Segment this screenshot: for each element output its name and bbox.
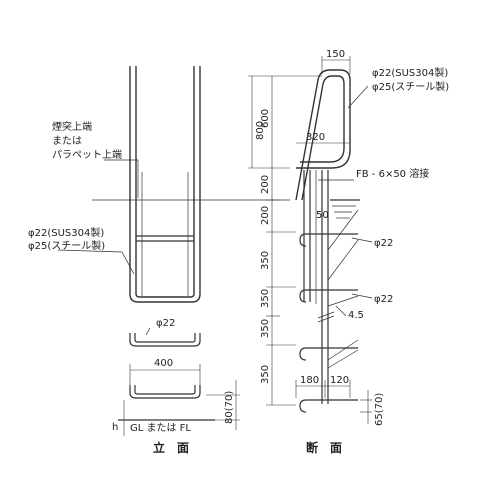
break-mark-2 bbox=[317, 315, 335, 323]
dim-4-5: 4.5 bbox=[348, 310, 364, 321]
note-line-1: 煙突上端 bbox=[52, 120, 92, 133]
dim-350c: 350 bbox=[260, 319, 271, 338]
rung-diameter-leader bbox=[145, 327, 151, 336]
front-rail-spec-2: φ25(スチール製) bbox=[28, 239, 105, 252]
h-label: h bbox=[112, 422, 118, 433]
break-mark-1 bbox=[317, 311, 335, 319]
rung-diameter-label: φ22 bbox=[156, 318, 175, 329]
dim-350d: 350 bbox=[260, 365, 271, 384]
rung-detail-inner bbox=[134, 333, 196, 343]
dim-320: 320 bbox=[306, 132, 325, 143]
dim-350a: 350 bbox=[260, 251, 271, 270]
brace-4 bbox=[327, 339, 359, 361]
note-line-3: パラペット上端 bbox=[52, 148, 122, 161]
dim-200b: 200 bbox=[260, 206, 271, 225]
front-view-title: 立 面 bbox=[153, 440, 189, 455]
dim-65: 65(70) bbox=[374, 393, 385, 426]
dim-150: 150 bbox=[326, 49, 345, 60]
section-rung-2 bbox=[299, 289, 358, 303]
section-view: 800 600 200 200 350 350 350 350 150 320 … bbox=[248, 49, 449, 455]
section-rail-spec-leader bbox=[347, 85, 369, 109]
brace-2 bbox=[327, 239, 359, 281]
dim-200a: 200 bbox=[260, 175, 271, 194]
dim-4-5-leader bbox=[335, 305, 347, 317]
section-rung-label-2: φ22 bbox=[374, 294, 393, 305]
ground-label: GL または FL bbox=[130, 422, 191, 434]
rung-detail-outer bbox=[129, 333, 201, 347]
brace-3 bbox=[327, 295, 359, 307]
dim-600: 600 bbox=[260, 109, 271, 128]
note-line-2: または bbox=[52, 135, 82, 147]
width-label: 400 bbox=[154, 358, 173, 369]
section-rung-4 bbox=[299, 399, 358, 413]
section-rung-3 bbox=[299, 347, 358, 361]
section-rail-inner bbox=[300, 75, 345, 201]
front-elevation: 煙突上端 または パラペット上端 φ22(SUS304製) φ25(スチール製)… bbox=[28, 66, 290, 455]
bottom-rung-inner bbox=[134, 385, 196, 395]
rail-spec-leader bbox=[57, 249, 135, 275]
front-inner-rail bbox=[135, 66, 195, 298]
section-view-title: 断 面 bbox=[306, 440, 342, 455]
section-rail-outer bbox=[295, 69, 351, 201]
brace-1 bbox=[327, 209, 359, 251]
section-rail-spec-2: φ25(スチール製) bbox=[372, 80, 449, 93]
dim-50: 50 bbox=[316, 210, 329, 221]
front-rail-spec-1: φ22(SUS304製) bbox=[28, 226, 104, 239]
brace-5 bbox=[327, 349, 359, 369]
front-outer-rail bbox=[129, 66, 201, 303]
fb-label: FB - 6×50 溶接 bbox=[356, 167, 429, 180]
dim-350b: 350 bbox=[260, 289, 271, 308]
dim-800: 800 bbox=[255, 121, 266, 140]
rung-label-1-leader bbox=[351, 237, 373, 243]
dim-180: 180 bbox=[300, 375, 319, 386]
rung-label-2-leader bbox=[351, 293, 373, 299]
bottom-rung-outer bbox=[129, 385, 201, 399]
section-rung-1 bbox=[299, 233, 358, 247]
section-rail-spec-1: φ22(SUS304製) bbox=[372, 66, 448, 79]
rung-height-label: 80(70) bbox=[224, 391, 235, 424]
dim-120: 120 bbox=[330, 375, 349, 386]
note-leader bbox=[104, 159, 139, 198]
section-rung-label-1: φ22 bbox=[374, 238, 393, 249]
